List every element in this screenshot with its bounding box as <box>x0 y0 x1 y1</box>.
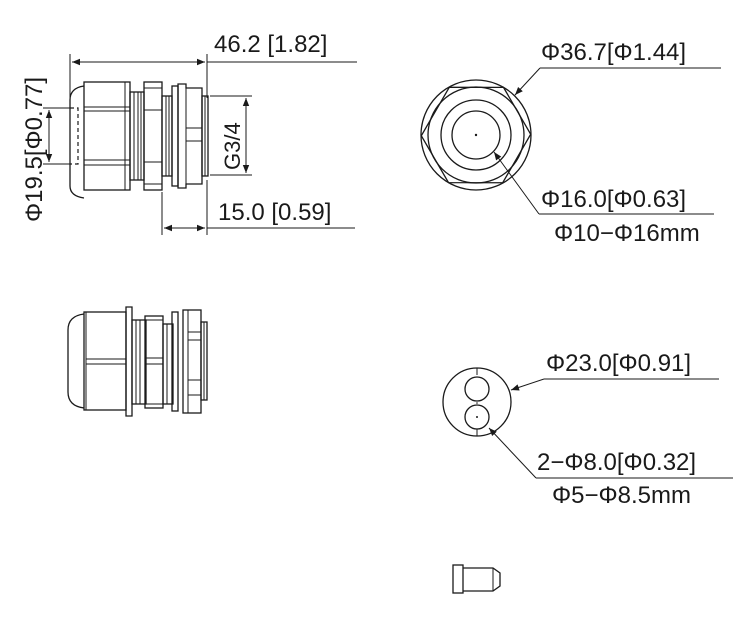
dome-cap <box>67 313 85 409</box>
plug <box>452 564 501 594</box>
hole-diameter-leader <box>488 427 537 479</box>
washer <box>171 311 179 412</box>
hex-body <box>143 81 163 191</box>
seal-diameter-label: Φ16.0[Φ0.63] <box>541 186 686 213</box>
outer-circle <box>442 367 512 437</box>
thread-upper <box>129 91 145 181</box>
thread-size-label: G3/4 <box>220 122 245 170</box>
outer-diameter-leader <box>514 67 541 96</box>
thread-end <box>201 95 209 177</box>
outer-diameter-leader <box>510 378 545 391</box>
plug-head <box>452 564 464 594</box>
end-view-single: Φ36.7[Φ1.44] Φ16.0[Φ0.63] Φ10−Φ16mm <box>420 39 721 247</box>
seal-circle <box>451 110 501 160</box>
hole-diameter-label: 2−Φ8.0[Φ0.32] <box>537 449 696 476</box>
outer-diameter-label: Φ23.0[Φ0.91] <box>546 350 691 377</box>
thread-length-label: 15.0 [0.59] <box>218 199 331 226</box>
bore-hidden-line <box>70 107 79 165</box>
cable-range-label: Φ10−Φ16mm <box>554 220 700 247</box>
lock-nut <box>182 309 202 414</box>
hole-lower <box>464 404 490 430</box>
thread-end <box>200 321 208 401</box>
cap-flange <box>125 306 133 417</box>
hole-upper <box>464 376 490 402</box>
cap-nut <box>83 311 127 411</box>
thread-middle <box>161 95 173 177</box>
cap-nut <box>83 81 131 191</box>
side-view-bottom <box>67 306 208 417</box>
hex-outline <box>420 86 532 184</box>
ring-1 <box>427 86 525 184</box>
seal-diameter-leader <box>493 151 540 215</box>
ring-2 <box>440 99 512 171</box>
thread-middle <box>162 323 174 405</box>
end-view-double: Φ23.0[Φ0.91] 2−Φ8.0[Φ0.32] Φ5−Φ8.5mm <box>442 350 733 509</box>
outer-diameter-label: Φ36.7[Φ1.44] <box>541 39 686 66</box>
thread-upper <box>131 319 147 405</box>
hex-body <box>144 315 164 409</box>
bore-label: Φ19.5[Φ0.77] <box>21 77 48 222</box>
washer <box>171 85 179 187</box>
dome-cap <box>69 85 85 199</box>
side-view-top: 46.2 [1.82] 15.0 [0.59] G3/4 Φ19.5[Φ0.77… <box>21 31 357 235</box>
lock-nut <box>177 83 203 189</box>
cable-range-label: Φ5−Φ8.5mm <box>552 482 691 509</box>
overall-length-label: 46.2 [1.82] <box>214 31 327 58</box>
plug-body <box>463 567 501 592</box>
